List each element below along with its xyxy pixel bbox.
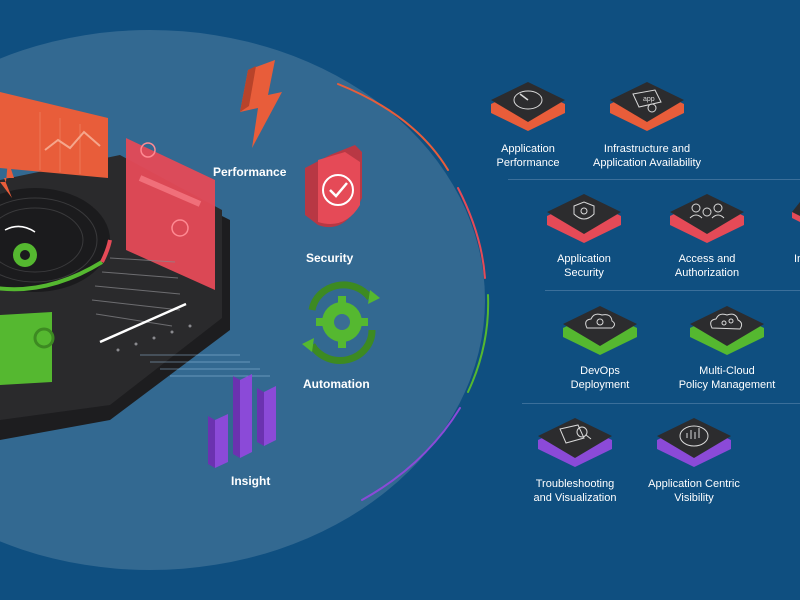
tile-application-performance[interactable] bbox=[487, 80, 569, 140]
arc-performance bbox=[337, 83, 449, 171]
magnifier-chart-icon bbox=[559, 424, 592, 444]
tile-app-centric-visibility[interactable] bbox=[653, 416, 735, 476]
tile-label-devops-deployment: DevOps Deployment bbox=[570, 365, 630, 391]
row-separator bbox=[522, 403, 800, 404]
shield-icon bbox=[573, 201, 595, 220]
tile-label-troubleshooting-visualization: Troubleshooting and Visualization bbox=[533, 478, 617, 504]
app-window-icon bbox=[632, 89, 662, 113]
chart-circle-icon bbox=[679, 425, 709, 447]
tile-multicloud-policy[interactable] bbox=[686, 304, 768, 364]
tile-troubleshooting-visualization[interactable] bbox=[534, 416, 616, 476]
tile-infrastructure-availability[interactable]: app bbox=[606, 80, 688, 140]
gear-cycle-icon bbox=[302, 281, 380, 364]
tile-label-access-authorization: Access and Authorization bbox=[674, 253, 740, 279]
gauge-icon bbox=[513, 90, 543, 110]
row-separator bbox=[545, 290, 800, 291]
bar-chart-icon bbox=[208, 374, 276, 468]
tile-application-security[interactable] bbox=[543, 192, 625, 252]
pillar-label-automation: Automation bbox=[303, 377, 370, 391]
arc-security bbox=[457, 187, 486, 279]
pillar-arcs bbox=[337, 83, 490, 501]
shield-check-icon bbox=[305, 145, 362, 228]
platform-illustration bbox=[0, 92, 270, 440]
tile-icon-text: app bbox=[643, 96, 655, 103]
tile-label-application-security: Application Security bbox=[557, 253, 611, 279]
tile-label-application-performance: Application Performance bbox=[496, 143, 560, 169]
tile-access-authorization[interactable] bbox=[666, 192, 748, 252]
arc-insight bbox=[361, 407, 461, 501]
tile-label-partial-security: In bbox=[794, 253, 800, 265]
pillar-label-security: Security bbox=[306, 251, 354, 265]
tile-partial-security[interactable] bbox=[788, 192, 800, 252]
row-separator bbox=[508, 179, 800, 180]
tile-devops-deployment[interactable] bbox=[559, 304, 641, 364]
cloud-network-icon bbox=[710, 313, 743, 330]
cloud-gear-icon bbox=[585, 313, 615, 329]
pillar-label-performance: Performance bbox=[213, 165, 287, 179]
arc-automation bbox=[467, 294, 490, 393]
tile-label-multicloud-policy: Multi-Cloud Policy Management bbox=[678, 365, 776, 391]
pillar-label-insight: Insight bbox=[231, 474, 271, 488]
tile-label-infrastructure-availability: Infrastructure and Application Availabil… bbox=[592, 143, 702, 169]
users-icon bbox=[689, 203, 725, 219]
lightning-icon bbox=[240, 60, 282, 148]
tile-label-app-centric-visibility: Application Centric Visibility bbox=[648, 478, 740, 504]
